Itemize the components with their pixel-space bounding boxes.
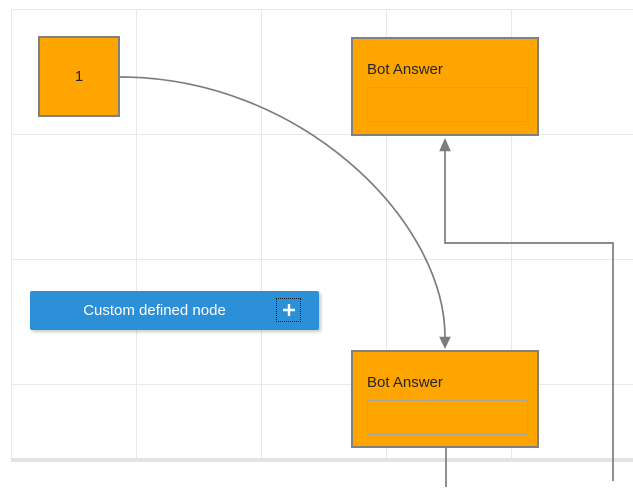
custom-defined-node-label: Custom defined node bbox=[83, 302, 226, 319]
custom-defined-node-button[interactable]: Custom defined node bbox=[30, 291, 319, 330]
node-bot-answer-bottom[interactable]: Bot Answer bbox=[351, 350, 539, 448]
node-bot-answer-top[interactable]: Bot Answer bbox=[351, 37, 539, 136]
node-bot-answer-bottom-title: Bot Answer bbox=[367, 374, 443, 391]
connector-orthogonal-to-bot-answer-top[interactable] bbox=[444, 151, 614, 481]
arrowhead-down-icon bbox=[439, 336, 451, 349]
bot-answer-bottom-text-field[interactable] bbox=[367, 400, 528, 435]
node-start[interactable]: 1 bbox=[38, 36, 120, 117]
plus-glyph bbox=[282, 304, 295, 316]
bot-answer-top-text-field[interactable] bbox=[367, 87, 528, 122]
plus-icon[interactable] bbox=[276, 298, 301, 322]
arrowhead-up-icon bbox=[439, 138, 451, 152]
node-bot-answer-top-title: Bot Answer bbox=[367, 61, 443, 78]
connector-curve-start-to-bot-answer-bottom[interactable] bbox=[119, 76, 446, 338]
node-start-label: 1 bbox=[74, 68, 84, 85]
